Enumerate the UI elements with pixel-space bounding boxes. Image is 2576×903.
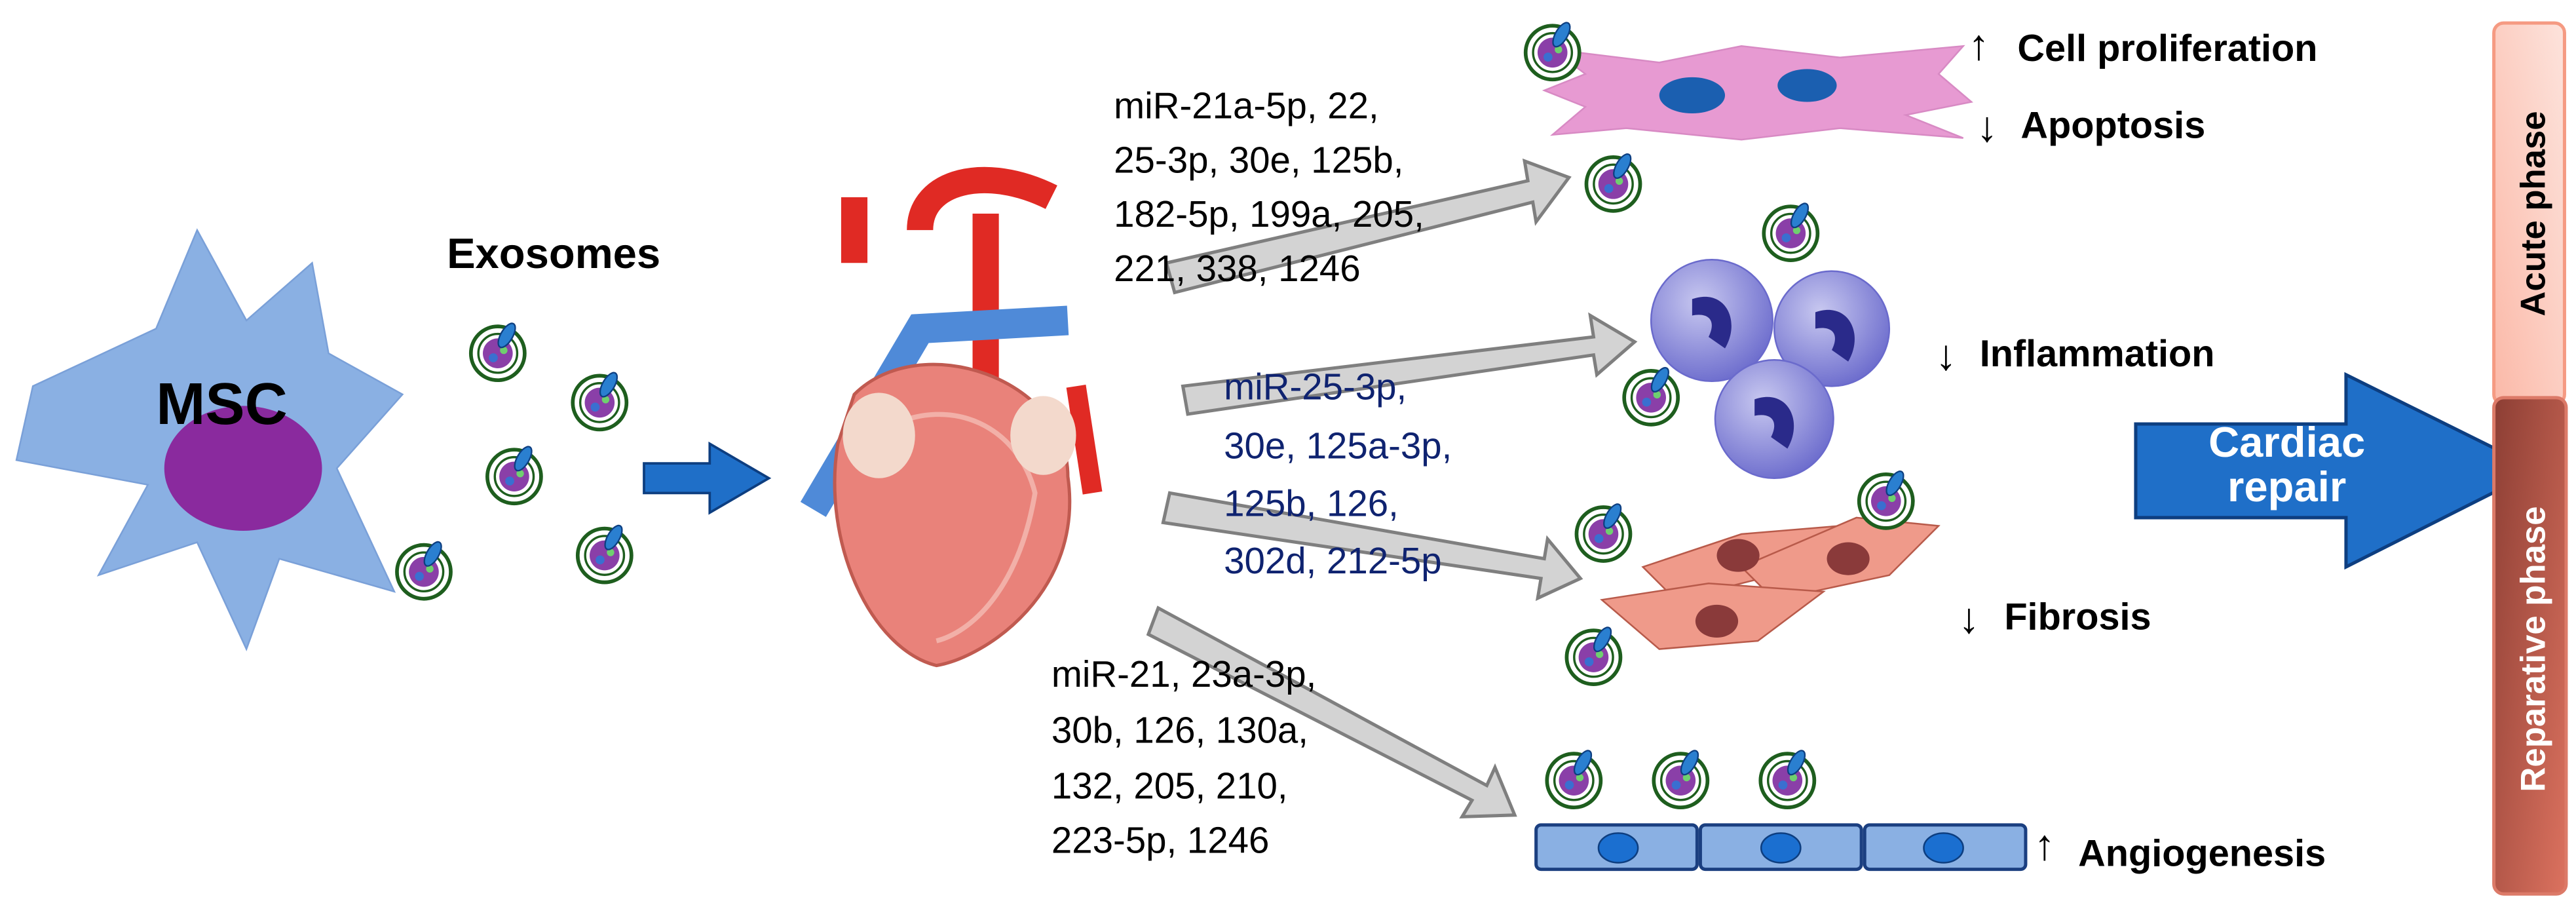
exosome-icon <box>1859 469 1913 528</box>
arrow-to-fibroblasts <box>1161 491 1583 602</box>
endothelial-cells <box>1534 823 2028 872</box>
exosome-icon <box>1547 748 1601 807</box>
effect-angiogenesis: ↑ Angiogenesis <box>2034 821 2326 875</box>
cardiac-repair-label: Cardiac <box>2208 418 2365 466</box>
mirna-line: 223-5p, 1246 <box>1051 819 1269 860</box>
exosome-icon <box>1764 201 1817 260</box>
mirna-group-1: miR-21a-5p, 22, 25-3p, 30e, 125b, 182-5p… <box>1114 85 1424 289</box>
cardiac-repair-label: repair <box>2227 463 2346 510</box>
cardiomyocyte-cell <box>1542 45 1973 141</box>
mirna-group-3: miR-21, 23a-3p, 30b, 126, 130a, 132, 205… <box>1051 653 1316 860</box>
exosome-icon <box>1576 501 1630 561</box>
effect-proliferation: ↑ Cell proliferation <box>1968 20 2317 69</box>
exosome-icon <box>1624 365 1678 425</box>
reparative-phase-segment <box>2492 396 2568 896</box>
exosome-icon <box>1760 748 1814 807</box>
exosomes-label: Exosomes <box>447 229 660 277</box>
phase-bar: Acute phase Reparative phase <box>2492 21 2568 896</box>
effect-label: Angiogenesis <box>2078 833 2326 875</box>
pathway-arrows <box>1146 158 1638 818</box>
mirna-group-2: miR-25-3p, 30e, 125a-3p, 125b, 126, 302d… <box>1224 366 1452 581</box>
arrow-to-immune-cells <box>1181 312 1638 416</box>
mirna-line: 182-5p, 199a, 205, <box>1114 193 1424 235</box>
effect-fibrosis: ↓ Fibrosis <box>1958 594 2151 642</box>
effect-inflammation: ↓ Inflammation <box>1935 331 2214 379</box>
mirna-line: 30e, 125a-3p, <box>1224 425 1452 467</box>
acute-phase-label: Acute phase <box>2514 111 2552 316</box>
mirna-line: miR-21, 23a-3p, <box>1051 653 1316 695</box>
mirna-line: 302d, 212-5p <box>1224 540 1441 581</box>
mirna-line: miR-21a-5p, 22, <box>1114 85 1378 126</box>
mirna-line: 221, 338, 1246 <box>1114 248 1360 289</box>
msc-cell: MSC <box>15 228 404 651</box>
down-arrow-icon: ↓ <box>1977 103 1998 151</box>
arrow-to-endothelium <box>1146 605 1517 818</box>
exosome-icon <box>1654 748 1707 807</box>
effect-label: Fibrosis <box>2004 596 2151 638</box>
msc-label: MSC <box>156 371 288 437</box>
exosome-icon <box>1586 151 1640 211</box>
reparative-phase-label: Reparative phase <box>2514 506 2552 792</box>
effect-label: Inflammation <box>1980 333 2215 375</box>
effect-label: Apoptosis <box>2020 105 2205 147</box>
exosome-icon <box>1566 624 1620 684</box>
exosome-icon <box>1526 20 1580 80</box>
effect-label: Cell proliferation <box>2017 28 2317 69</box>
up-arrow-icon: ↑ <box>1968 20 1990 68</box>
arrow-to-cardiomyocytes <box>1164 158 1572 295</box>
mirna-line: 30b, 126, 130a, <box>1051 709 1308 750</box>
fibroblast-cells <box>1600 516 1941 650</box>
msc-nucleus <box>164 406 322 531</box>
down-arrow-icon: ↓ <box>1935 331 1957 379</box>
immune-cells <box>1650 258 1891 480</box>
mirna-line: 125b, 126, <box>1224 482 1399 524</box>
heart-icon <box>800 166 1103 668</box>
arrow-icon <box>643 441 772 515</box>
exosome-icon <box>397 539 451 599</box>
mirna-line: miR-25-3p, <box>1224 366 1407 407</box>
exosome-icon <box>578 523 632 583</box>
mirna-line: 25-3p, 30e, 125b, <box>1114 139 1403 180</box>
exosome-icon <box>487 444 541 504</box>
cardiac-repair-arrow: Cardiac repair <box>2134 372 2542 570</box>
effect-apoptosis: ↓ Apoptosis <box>1977 103 2206 151</box>
exosome-icon <box>573 370 626 430</box>
down-arrow-icon: ↓ <box>1958 594 1980 642</box>
up-arrow-icon: ↑ <box>2034 821 2055 869</box>
exosome-icon <box>471 320 525 380</box>
mirna-line: 132, 205, 210, <box>1051 765 1288 807</box>
